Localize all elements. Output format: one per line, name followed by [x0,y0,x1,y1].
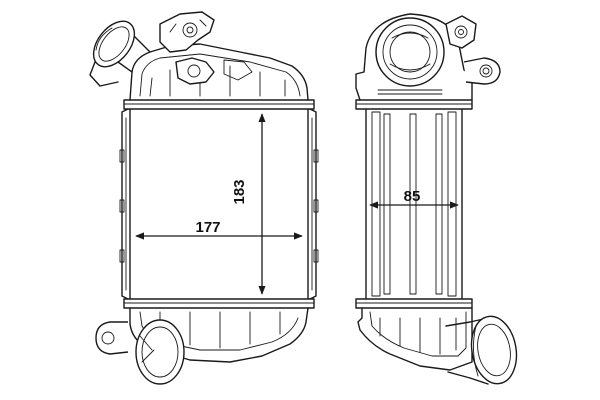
side-sensor-housing [445,15,477,49]
width-dimension-label: 177 [195,219,220,236]
front-outlet-ring [135,319,185,385]
front-sensor-housing [159,11,215,53]
front-side-ribs [119,149,319,263]
side-bottom-header [355,298,473,309]
side-mount-ear [463,57,501,85]
front-left-tank [121,107,131,301]
front-view: 183 177 [89,11,319,385]
side-outlet-ring [470,315,518,385]
height-dimension-label: 183 [231,179,248,204]
side-bottom-tank [357,307,473,371]
depth-dimension-label: 85 [404,188,421,205]
front-bottom-header [123,298,315,309]
front-core [129,107,309,301]
side-top-header [355,99,473,110]
side-view: 85 [355,13,518,385]
side-inlet-ring [375,17,445,87]
front-bottom-tank [129,307,309,363]
front-mount-boss [175,57,215,85]
front-top-tank [129,43,309,101]
front-mount-lug [95,321,129,355]
front-top-header [123,99,315,110]
front-inlet-ring [92,20,136,68]
front-right-tank [307,107,317,301]
